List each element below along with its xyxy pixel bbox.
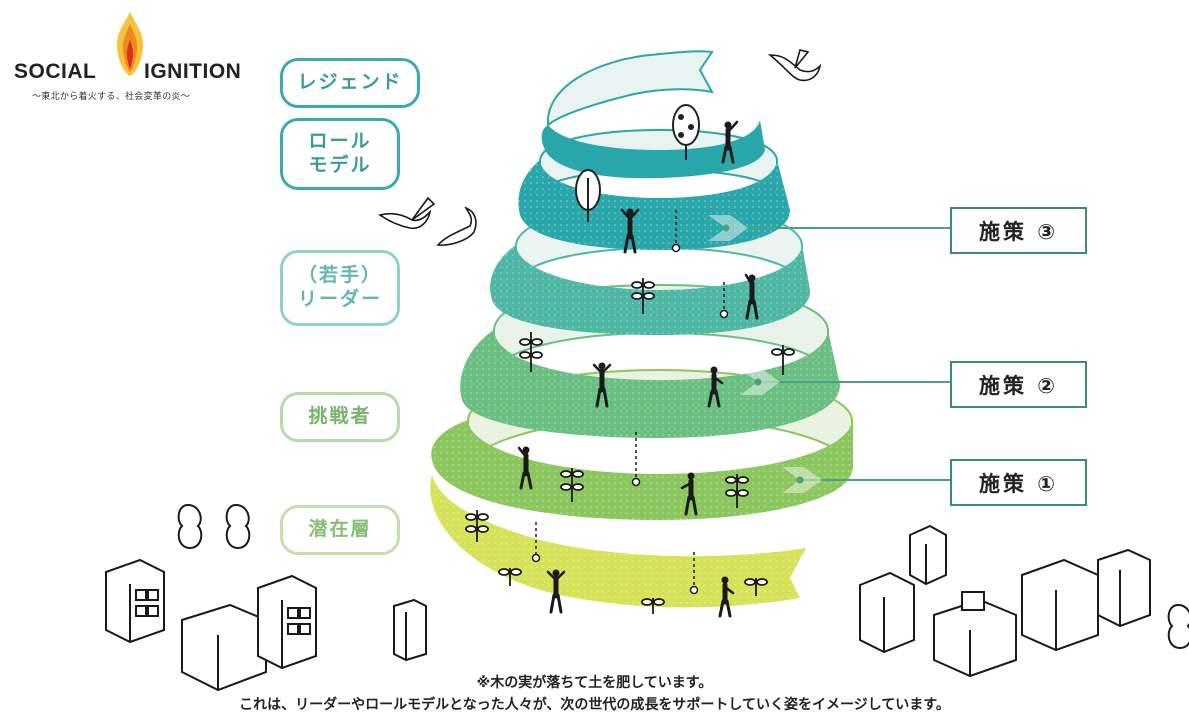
- building-icon: [909, 524, 947, 586]
- level-label-leader-line2: リーダー: [297, 288, 382, 310]
- building-icon: [181, 603, 267, 692]
- flame-icon: [116, 12, 144, 76]
- person-icon: [721, 120, 739, 164]
- sprout-icon: [631, 278, 655, 314]
- policy-label-2: 施策 ②: [950, 361, 1087, 408]
- level-label-legend-text: レジェンド: [297, 71, 403, 94]
- seed-icon: [671, 210, 681, 253]
- logo-tagline: 〜東北から着火する、社会変革の炎〜: [32, 92, 191, 102]
- level-label-leader: （若手） リーダー: [280, 250, 400, 326]
- level-label-legend: レジェンド: [280, 58, 420, 108]
- person-icon: [620, 208, 640, 254]
- level-label-challenger-text: 挑戦者: [308, 405, 372, 428]
- building-icon: [1097, 548, 1151, 628]
- person-icon: [744, 273, 759, 320]
- band-latent: [430, 475, 806, 608]
- sprout-icon: [498, 568, 522, 586]
- building-icon: [859, 571, 915, 654]
- sprout-icon: [771, 345, 795, 375]
- sprout-icon: [465, 510, 489, 542]
- seed-icon: [531, 522, 541, 563]
- caption-main: これは、リーダーやロールモデルとなった人々が、次の世代の成長をサポートしていく姿…: [239, 697, 950, 713]
- band-rolemodel: [518, 160, 790, 250]
- level-label-rolemodel-line1: ロール: [308, 130, 372, 153]
- band-leader-lower: [460, 330, 840, 438]
- sprout-icon: [560, 468, 584, 502]
- seed-icon: [177, 503, 1189, 650]
- bird-icon: [378, 196, 436, 230]
- building-icon: [257, 574, 317, 670]
- sprout-icon: [641, 598, 665, 614]
- person-icon: [718, 576, 735, 618]
- person-icon: [592, 362, 612, 408]
- sprout-icon: [725, 474, 749, 508]
- building-icon: [393, 598, 427, 662]
- level-label-latent-text: 潜在層: [308, 518, 372, 541]
- band-legend: [541, 50, 765, 179]
- tree-icon: [672, 104, 700, 160]
- bird-icon: [436, 206, 477, 246]
- level-label-rolemodel-line2: モデル: [308, 154, 372, 176]
- logo-name-right: IGNITION: [144, 60, 242, 83]
- sprout-icon: [744, 578, 768, 596]
- policy-label-3: 施策 ③: [950, 207, 1087, 254]
- building-icon: [105, 558, 165, 644]
- building-icon: [1021, 558, 1099, 652]
- person-icon: [517, 446, 533, 490]
- caption-note: ※木の実が落ちて土を肥しています。: [476, 675, 713, 691]
- level-label-leader-line1: （若手）: [297, 264, 382, 287]
- level-label-challenger: 挑戦者: [280, 392, 400, 442]
- band-leader-upper: [490, 245, 811, 335]
- level-label-latent: 潜在層: [280, 505, 400, 555]
- person-icon: [707, 366, 724, 408]
- school-icon: [933, 591, 1017, 678]
- level-label-rolemodel: ロール モデル: [280, 118, 400, 190]
- seed-icon: [631, 432, 641, 487]
- logo: SOCIAL IGNITION 〜東北から着火する、社会変革の炎〜: [14, 10, 254, 105]
- bird-icon: [767, 49, 822, 82]
- seed-icon: [719, 282, 729, 319]
- seed-icon: [689, 552, 699, 595]
- person-icon: [546, 569, 566, 614]
- policy-label-1: 施策 ①: [950, 459, 1087, 506]
- logo-name-left: SOCIAL: [14, 60, 97, 83]
- sprout-icon: [519, 332, 543, 372]
- person-icon: [680, 472, 698, 516]
- tree-icon: [575, 169, 601, 222]
